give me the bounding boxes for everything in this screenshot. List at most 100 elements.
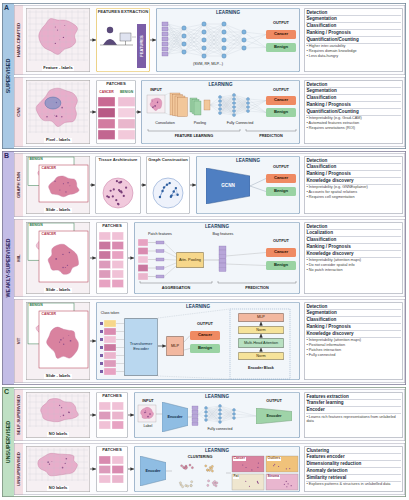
net-link: [220, 410, 234, 418]
feature-cell: [162, 47, 168, 51]
method-row-text: CNN: [16, 107, 21, 116]
token-link: [116, 355, 124, 356]
net-link: [204, 24, 224, 48]
patch-tile: [118, 119, 135, 129]
task-list-box-text: Detection: [306, 224, 400, 231]
diagram-label: OUTPUT: [266, 21, 296, 25]
encoded-feature: [192, 422, 198, 426]
nucleus-dot: [251, 469, 252, 470]
grid-line: [54, 448, 55, 481]
grid-line: [72, 10, 73, 61]
cluster-point: [189, 464, 191, 466]
task-list-box-text: Ranking / Prognosis: [306, 171, 400, 178]
output-benign-text: Benign: [274, 110, 288, 115]
cluster-point: [210, 468, 212, 470]
net-link: [234, 107, 248, 115]
nucleus-dot: [257, 467, 258, 468]
diagram-label: Fully connected: [196, 428, 244, 432]
net-link: [206, 406, 220, 416]
bracket: [296, 129, 297, 131]
patch-tile: [112, 412, 124, 420]
learning-panel-text: LEARNING: [196, 156, 300, 163]
bag-feature: [219, 259, 226, 263]
grid-line: [78, 394, 79, 427]
cell-nucleus: [112, 195, 114, 197]
net-link: [224, 24, 244, 40]
process-box: Graph Construction: [146, 156, 190, 214]
grid-line: [28, 456, 88, 457]
position-embedding: [100, 354, 103, 357]
neuron: [205, 411, 208, 414]
nucleus-dot: [61, 107, 63, 109]
patch-tile: [99, 421, 111, 429]
encoder-block-outline: [230, 309, 290, 379]
grid-line: [28, 396, 88, 397]
grid-line: [28, 36, 88, 37]
net-link: [220, 414, 234, 422]
patch-tile: [98, 108, 115, 118]
feature-cell: [162, 37, 168, 41]
nucleus-dot: [69, 252, 70, 253]
patch-link: [148, 276, 156, 277]
method-row-text: MIL: [16, 254, 21, 261]
slide-thumbnail-text: Slide - labels: [44, 288, 71, 293]
learning-ground: [134, 222, 300, 294]
process-box-text: Tissue Architecture: [96, 158, 140, 163]
net-link: [204, 24, 224, 56]
patch-tile: [98, 97, 115, 107]
section-band-text: B: [4, 152, 9, 160]
net-link: [248, 101, 266, 104]
nucleus-dot: [249, 486, 250, 487]
bag-feature: [219, 250, 226, 254]
diagram-label: Pooling: [186, 121, 214, 125]
net-link: [244, 40, 266, 48]
row-label-strip: [14, 153, 23, 217]
diagram-label: Fat: [233, 475, 239, 479]
diagram-label: FEATURES: [139, 35, 143, 56]
net-link: [184, 32, 204, 52]
output-benign: Benign: [266, 43, 296, 52]
flow-arrow: [90, 112, 96, 113]
nucleus-dot: [62, 267, 64, 269]
slide-ground: [26, 156, 90, 214]
cluster-point: [190, 485, 192, 487]
row-label-strip: [14, 219, 23, 297]
patch-token: [104, 360, 116, 367]
diagram-label: Patch features: [136, 232, 184, 236]
learning-panel-text: LEARNING: [134, 222, 300, 229]
feature-cell: [162, 42, 168, 46]
task-list-box: DetectionSegmentationClassificationRanki…: [304, 302, 403, 380]
patch-feature: [156, 267, 164, 270]
layer-box: MLP: [238, 313, 284, 322]
net-link: [234, 414, 256, 416]
task-list-box-text: Classification: [306, 95, 400, 102]
bracket: [218, 281, 219, 283]
diagram-label: Fully Connected: [218, 121, 262, 125]
output-cancer: Cancer: [266, 174, 296, 183]
task-list-box-text: Dimensionality reduction: [306, 461, 400, 468]
bracket: [140, 283, 212, 284]
section-band: ASUPERVISEDHAND-CRAFTEDFeature - labelsF…: [2, 3, 406, 149]
net-link: [220, 99, 234, 113]
patch-link: [148, 259, 156, 260]
nucleus-dot: [55, 258, 57, 260]
diagram-label: OUTPUT: [266, 88, 296, 92]
diagram-label: CANCER: [97, 91, 116, 95]
task-list-box-text: Detection: [306, 304, 400, 311]
cluster-point: [207, 484, 209, 486]
task-list-box-text: • Accounts for spatial relations: [306, 190, 400, 194]
slide-thumbnail-text: Feature - labels: [42, 66, 74, 71]
neuron: [233, 102, 236, 105]
net-link: [220, 95, 234, 105]
grid-line: [28, 468, 88, 469]
layer-box-text: Multi-Head Attention: [244, 341, 278, 345]
nucleus-dot: [49, 464, 50, 465]
nucleus-dot: [68, 412, 70, 414]
nucleus-dot: [47, 461, 49, 463]
patch-feature: [156, 275, 164, 278]
cluster-point: [185, 466, 187, 468]
net-link: [220, 111, 234, 113]
cell-nucleus: [123, 195, 125, 197]
learning-ground: [134, 392, 300, 438]
diagram-label: Cancer: [233, 457, 246, 461]
